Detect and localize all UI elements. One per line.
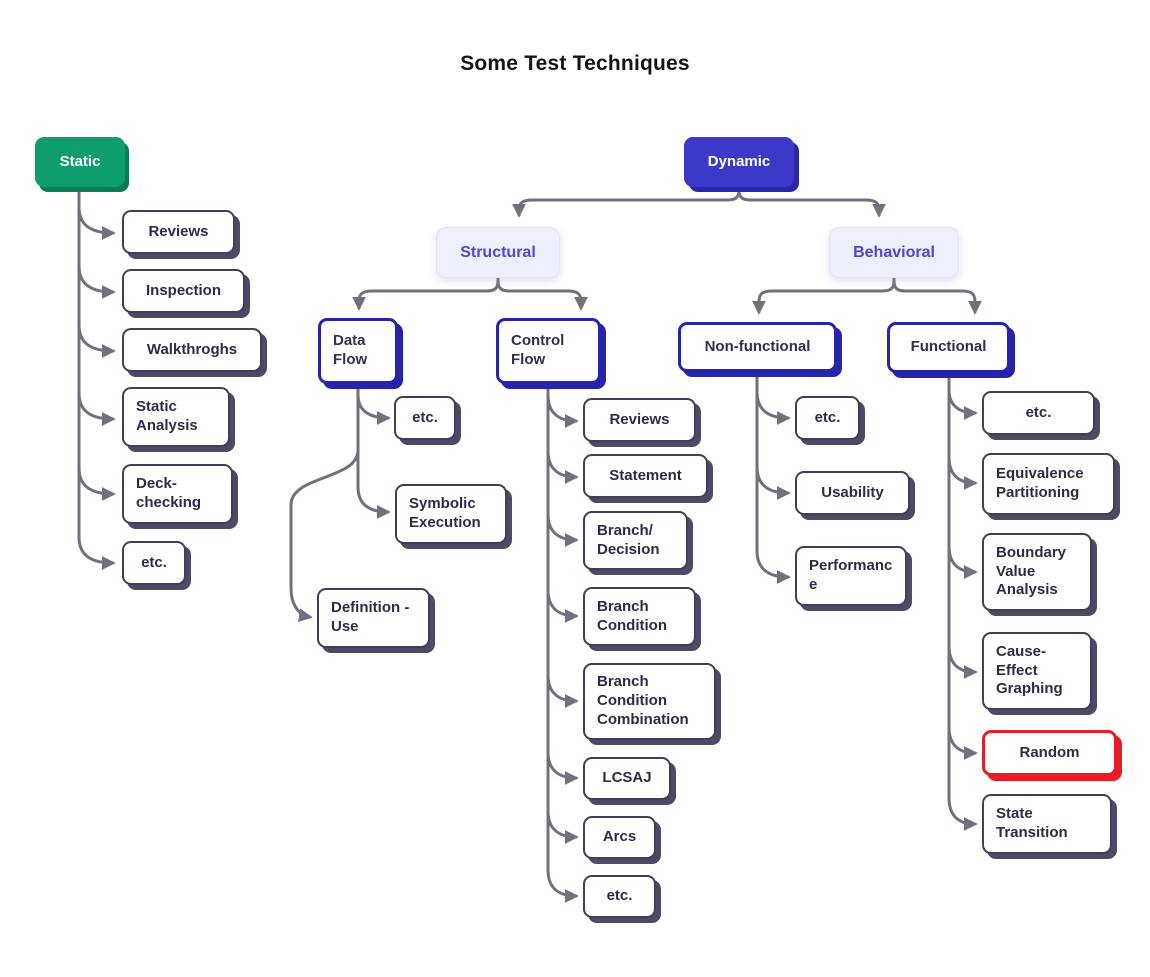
node-etc-static: etc. [122,541,186,585]
node-reviews-control: Reviews [583,398,696,442]
node-branch-condition: Branch Condition [583,587,696,646]
node-performance: Performance [795,546,907,606]
node-statement: Statement [583,454,708,498]
node-etc-control: etc. [583,875,656,918]
node-behavioral: Behavioral [829,227,959,278]
node-inspection: Inspection [122,269,245,313]
diagram-title: Some Test Techniques [460,52,690,75]
node-dynamic: Dynamic [684,137,794,187]
node-cause-effect-graphing: Cause- Effect Graphing [982,632,1092,710]
node-static: Static [35,137,125,187]
node-branch-condition-combination: Branch Condition Combination [583,663,716,740]
node-walkthroghs: Walkthroghs [122,328,262,372]
node-etc-functional: etc. [982,391,1095,435]
node-symbolic-execution: Symbolic Execution [395,484,507,544]
node-etc-data-flow: etc. [394,396,456,440]
node-non-functional: Non-functional [678,322,837,372]
node-static-analysis: Static Analysis [122,387,230,447]
node-deck-checking: Deck-checking [122,464,233,524]
node-control-flow: Control Flow [496,318,601,384]
node-equivalence-partitioning: Equivalence Partitioning [982,453,1115,515]
node-lcsaj: LCSAJ [583,757,671,800]
node-arcs: Arcs [583,816,656,859]
node-usability: Usability [795,471,910,515]
node-boundary-value-analysis: Boundary Value Analysis [982,533,1092,611]
node-functional: Functional [887,322,1010,373]
node-reviews-static: Reviews [122,210,235,254]
node-branch-decision: Branch/ Decision [583,511,688,570]
node-structural: Structural [436,227,560,278]
node-state-transition: State Transition [982,794,1112,854]
node-definition-use: Definition -Use [317,588,430,648]
node-etc-non-functional: etc. [795,396,860,440]
node-data-flow: Data Flow [318,318,398,384]
node-random: Random [982,730,1117,776]
